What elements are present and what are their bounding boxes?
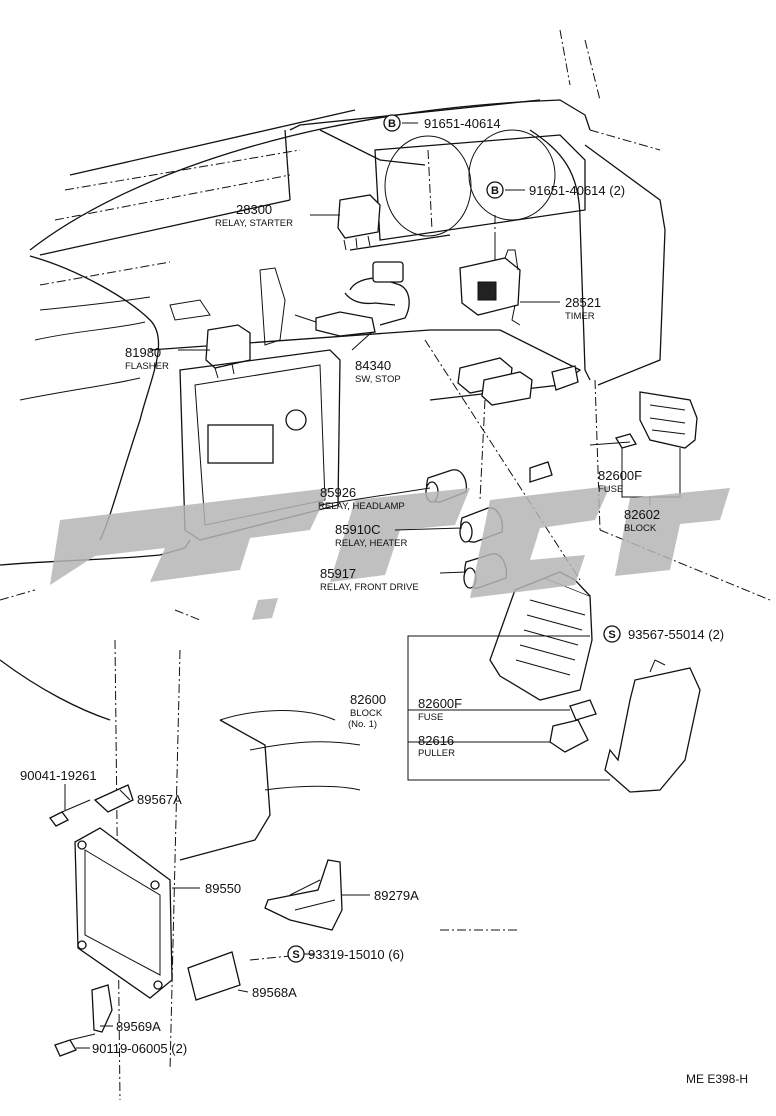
junction-block-82602: [615, 391, 698, 449]
bracket-89279a: [264, 859, 343, 931]
label-90041-19261: 90041-19261: [20, 768, 97, 783]
symbol-s-1: S: [608, 629, 615, 641]
desc-82602: BLOCK: [624, 523, 657, 534]
desc-82616: PULLER: [418, 748, 455, 759]
bracket-82600-group: [407, 635, 610, 781]
label-85917: 85917: [320, 566, 356, 581]
label-89568a: 89568A: [252, 985, 297, 1000]
desc-82600: BLOCK: [350, 708, 383, 719]
label-89567a: 89567A: [137, 792, 182, 807]
symbol-b-2: B: [491, 185, 499, 197]
fuse-block-no1: [489, 571, 597, 753]
label-93319-15010: 93319-15010 (6): [308, 947, 404, 962]
desc2-82600: (No. 1): [348, 719, 377, 730]
flasher-unit: [205, 324, 251, 379]
lower-trim-outline: [0, 659, 361, 861]
desc-28300: RELAY, STARTER: [215, 218, 293, 229]
desc-81980: FLASHER: [125, 361, 169, 372]
desc-85917: RELAY, FRONT DRIVE: [320, 582, 419, 593]
small-relays: [457, 357, 579, 483]
desc-82600f-upper: FUSE: [598, 484, 623, 495]
starter-relay: [337, 194, 381, 251]
bolt-90119: [54, 1033, 96, 1057]
label-82600f-upper: 82600F: [598, 468, 642, 483]
bracket-89567a: [93, 784, 134, 813]
label-82616: 82616: [418, 733, 454, 748]
label-81980: 81980: [125, 345, 161, 360]
stop-switch-harness: [294, 261, 410, 337]
bolt-90041: [49, 799, 91, 827]
label-85910c: 85910C: [335, 522, 381, 537]
center-console-opening: [169, 267, 341, 541]
label-89550: 89550: [205, 881, 241, 896]
label-82600: 82600: [350, 692, 386, 707]
desc-85926: RELAY, HEADLAMP: [318, 501, 405, 512]
diagram-code: ME E398-H: [686, 1072, 748, 1086]
circled-symbols: B B S S: [287, 114, 621, 963]
symbol-b-1: B: [388, 118, 396, 130]
bracket-89569a: [91, 984, 113, 1033]
label-89279a: 89279A: [374, 888, 419, 903]
label-82600f-lower: 82600F: [418, 696, 462, 711]
desc-85910c: RELAY, HEATER: [335, 538, 407, 549]
symbol-s-2: S: [292, 949, 299, 961]
leader-lines: [64, 122, 631, 1049]
label-89569a: 89569A: [116, 1019, 161, 1034]
fuse-block-cover: [604, 659, 701, 793]
desc-82600f-lower: FUSE: [418, 712, 443, 723]
label-85926: 85926: [320, 485, 356, 500]
timer-unit: [459, 249, 521, 326]
desc-28521: TIMER: [565, 311, 595, 322]
desc-84340: SW, STOP: [355, 374, 401, 385]
label-93567-55014: 93567-55014 (2): [628, 627, 724, 642]
label-28300: 28300: [236, 202, 272, 217]
label-84340: 84340: [355, 358, 391, 373]
label-90119-06005: 90119-06005 (2): [92, 1041, 187, 1056]
label-91651-40614-2: 91651-40614 (2): [529, 183, 625, 198]
bracket-89568a: [187, 951, 241, 1001]
label-82602: 82602: [624, 507, 660, 522]
label-28521: 28521: [565, 295, 601, 310]
watermark-logo: [50, 486, 730, 620]
part-labels: 91651-40614 91651-40614 (2) 28300 RELAY,…: [20, 116, 748, 1086]
ecu-unit-89550: [74, 827, 173, 999]
label-91651-40614: 91651-40614: [424, 116, 501, 131]
